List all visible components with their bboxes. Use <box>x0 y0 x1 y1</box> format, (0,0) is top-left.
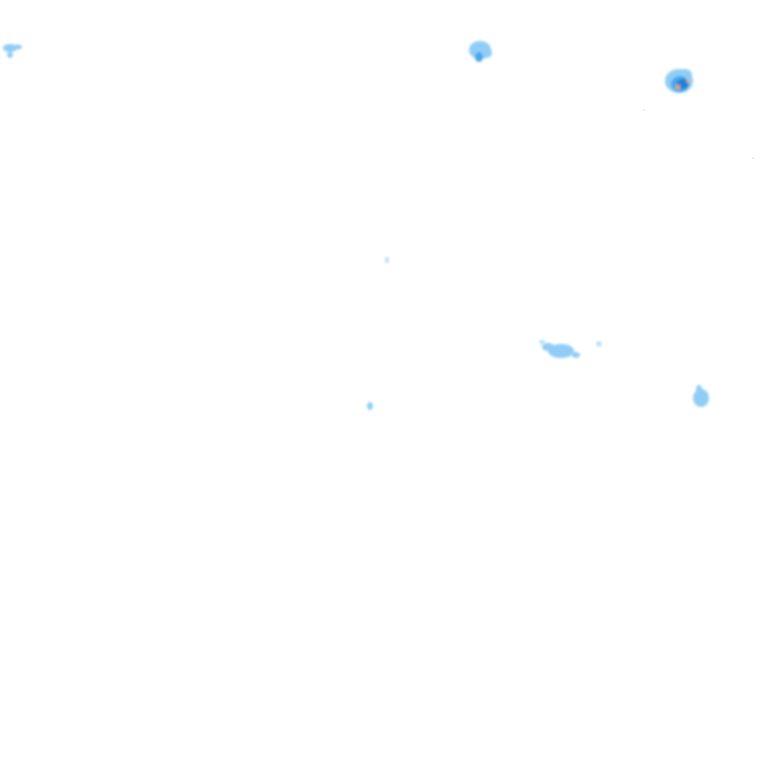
speck <box>643 109 645 111</box>
north-center-cell <box>469 41 492 62</box>
east-central-cell <box>539 340 580 358</box>
east-cell <box>693 385 709 407</box>
small-cell-3 <box>367 402 373 410</box>
small-cell-1 <box>385 257 389 263</box>
speck <box>752 157 754 159</box>
small-cell-2 <box>596 341 602 347</box>
far-west-cell <box>3 44 22 58</box>
northeast-storm-cell <box>665 69 693 93</box>
